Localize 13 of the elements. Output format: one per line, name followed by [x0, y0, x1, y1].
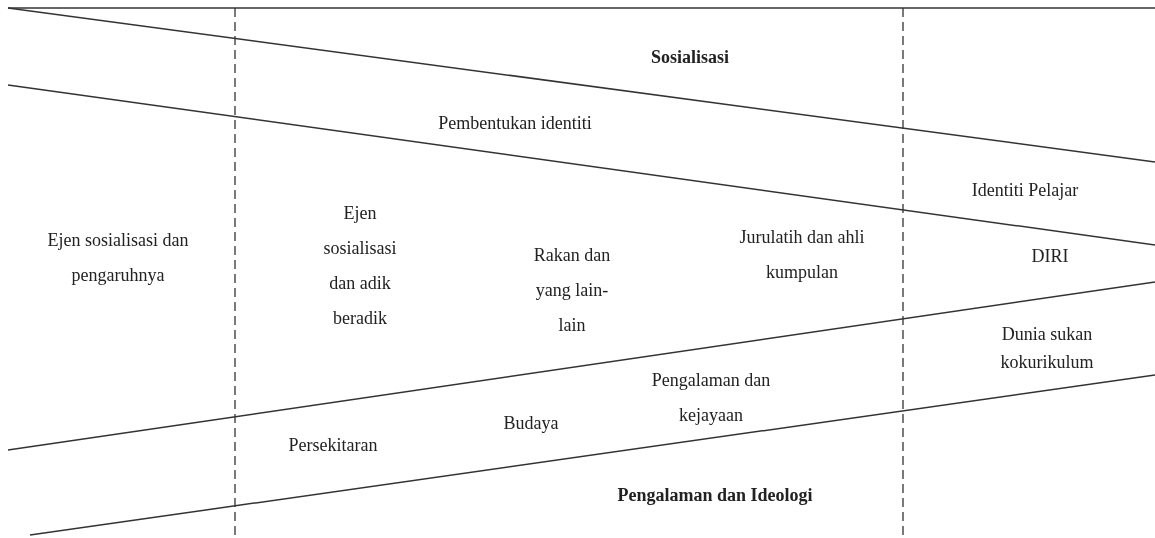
section-label: Budaya [502, 412, 560, 435]
section-label: Ejen sosialisasi dan pengaruhnya [46, 229, 190, 287]
section-label: Pembentukan identiti [437, 112, 593, 135]
section-heading: Pengalaman dan Ideologi [616, 484, 814, 507]
section-label: Persekitaran [287, 434, 379, 457]
section-label: Rakan dan yang lain-lain [532, 244, 612, 337]
section-label: Ejen sosialisasi dan adik beradik [322, 202, 398, 330]
section-label: Identiti Pelajar [970, 179, 1080, 202]
section-label: Pengalaman dan kejayaan [650, 369, 772, 427]
section-label: Dunia sukan kokurikulum [999, 323, 1095, 374]
section-label: DIRI [1030, 245, 1070, 268]
section-heading: Sosialisasi [650, 46, 730, 69]
section-label: Jurulatih dan ahli kumpulan [738, 226, 866, 284]
